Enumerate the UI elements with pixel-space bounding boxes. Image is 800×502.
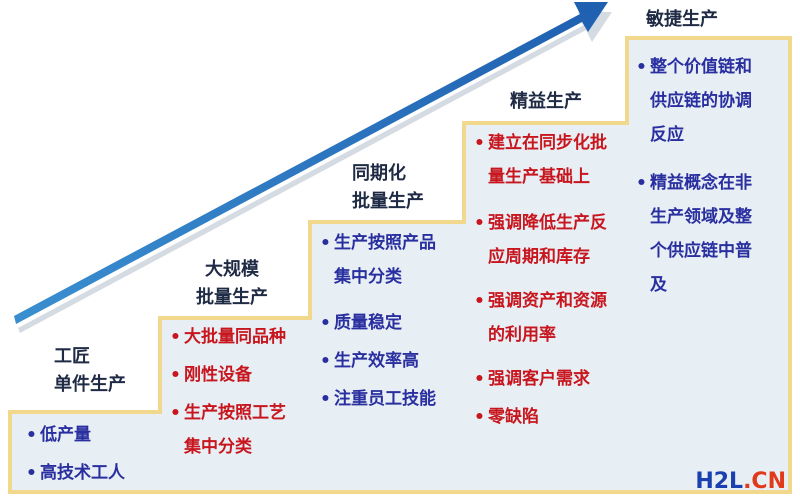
stage-4-item-2: •强调降低生产反 应周期和库存: [474, 213, 607, 267]
stage-4-item-1: •建立在同步化批 量生产基础上: [474, 133, 607, 187]
stage-1-item-2: •高技术工人: [26, 463, 125, 483]
stage-4-title: 精益生产: [510, 91, 582, 112]
stage-5-item-1: •整个价值链和 供应链的协调 反应: [636, 57, 752, 145]
stage-3-title: 同期化 批量生产: [352, 163, 424, 212]
stage-3-item-4: •注重员工技能: [320, 389, 436, 409]
stage-3-item-3: •生产效率高: [320, 351, 419, 371]
stage-3-item-1: •生产按照产品 集中分类: [320, 233, 436, 287]
stage-3-item-2: •质量稳定: [320, 313, 402, 333]
stage-4-item-3: •强调资产和资源 的利用率: [474, 291, 607, 345]
stage-2-item-1: •大批量同品种: [170, 327, 286, 347]
stage-1-title: 工匠 单件生产: [54, 346, 126, 395]
growth-arrow: [14, 2, 608, 324]
stage-2-item-3: •生产按照工艺 集中分类: [170, 403, 286, 457]
staircase-body: [8, 36, 792, 494]
stage-5-title: 敏捷生产: [646, 9, 718, 30]
stage-4-item-5: •零缺陷: [474, 407, 539, 427]
arrow-shadow: [18, 12, 612, 333]
site-watermark: H2L.CN: [695, 469, 786, 494]
stage-4-item-4: •强调客户需求: [474, 369, 590, 389]
stage-1-item-1: •低产量: [26, 425, 91, 445]
stage-2-title: 大规模 批量生产: [196, 259, 268, 308]
stage-2-item-2: •刚性设备: [170, 365, 252, 385]
stage-5-item-2: •精益概念在非 生产领域及整 个供应链中普 及: [636, 173, 752, 295]
